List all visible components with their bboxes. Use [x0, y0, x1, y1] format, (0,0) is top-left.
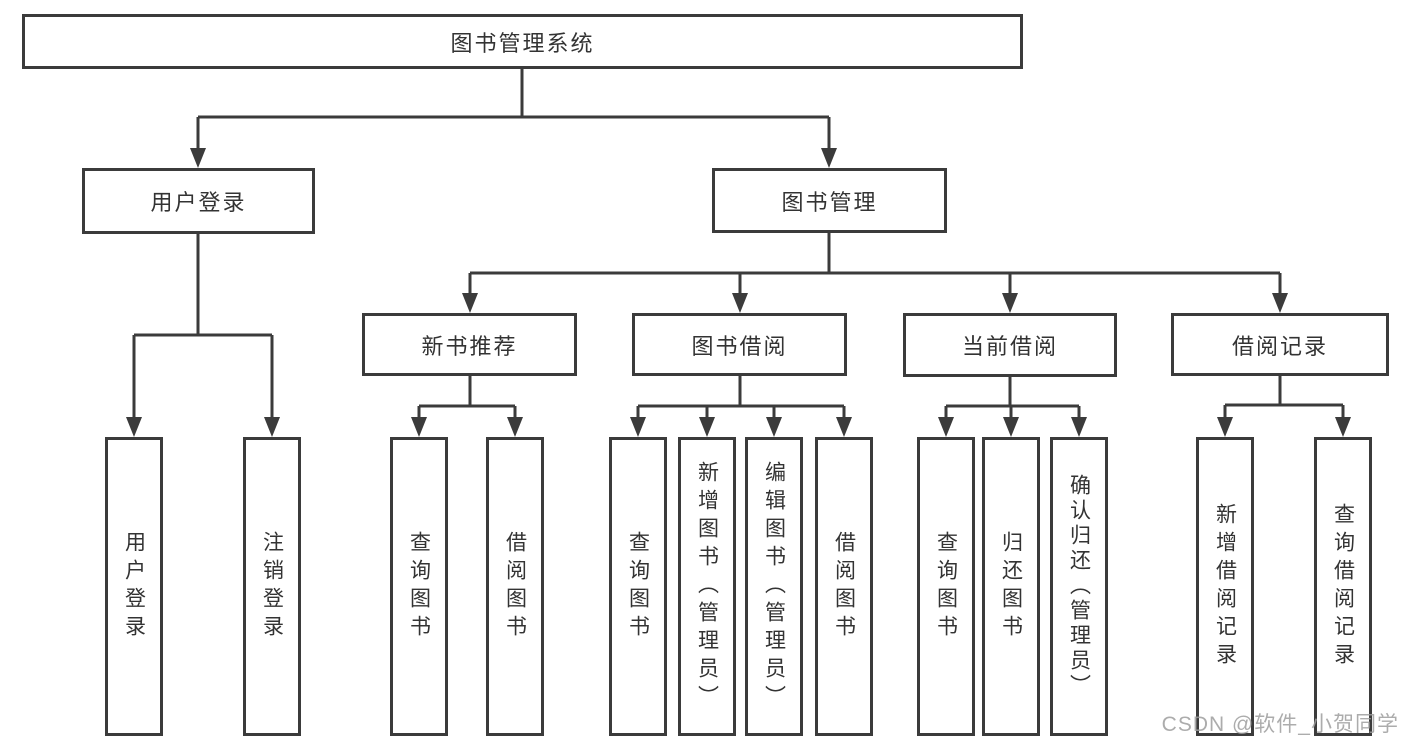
connector-borrowing-records-branch: [1223, 376, 1345, 421]
connector-user-login-branch: [132, 234, 274, 421]
node-book-management: 图书管理: [712, 168, 947, 233]
leaf-recommend-borrow-books: 借阅图书: [486, 437, 544, 736]
connector-current-borrowing-branch: [944, 377, 1081, 421]
connector-new-book-recommend-branch: [417, 376, 517, 421]
leaf-user-login: 用户登录: [105, 437, 163, 736]
leaf-records-add-borrow-record: 新增借阅记录: [1196, 437, 1254, 736]
leaf-current-confirm-return-admin: 确认归还（管理员）: [1050, 437, 1108, 736]
node-user-login: 用户登录: [82, 168, 315, 234]
csdn-watermark: CSDN @软件_小贺同学: [1161, 713, 1399, 736]
leaf-borrowing-add-books-admin: 新增图书（管理员）: [678, 437, 736, 736]
connector-book-management-branch: [468, 233, 1282, 297]
node-current-borrowing: 当前借阅: [903, 313, 1117, 377]
leaf-current-query-books: 查询图书: [917, 437, 975, 736]
node-root: 图书管理系统: [22, 14, 1023, 69]
leaf-borrowing-edit-books-admin: 编辑图书（管理员）: [745, 437, 803, 736]
node-new-book-recommend: 新书推荐: [362, 313, 577, 376]
leaf-borrowing-borrow-books: 借阅图书: [815, 437, 873, 736]
connector-root-to-level2: [196, 69, 831, 152]
leaf-recommend-query-books: 查询图书: [390, 437, 448, 736]
leaf-logout: 注销登录: [243, 437, 301, 736]
leaf-records-query-borrow-record: 查询借阅记录: [1314, 437, 1372, 736]
connector-book-borrowing-branch: [636, 376, 846, 421]
leaf-borrowing-query-books: 查询图书: [609, 437, 667, 736]
node-book-borrowing: 图书借阅: [632, 313, 847, 376]
node-borrowing-records: 借阅记录: [1171, 313, 1389, 376]
leaf-current-return-books: 归还图书: [982, 437, 1040, 736]
